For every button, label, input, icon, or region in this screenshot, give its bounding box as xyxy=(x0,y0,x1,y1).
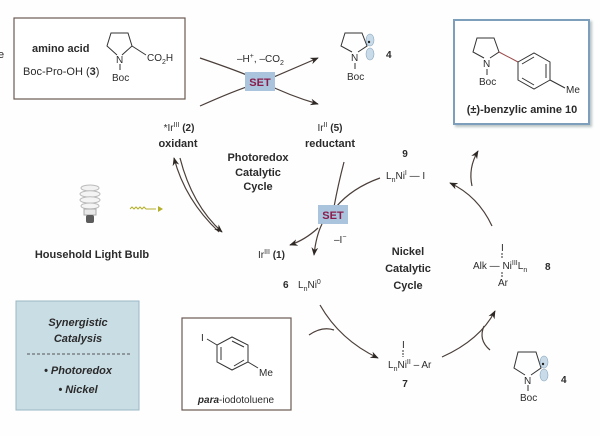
nickel-cycle-label: Nickel Catalytic Cycle xyxy=(385,246,431,292)
set-label: SET xyxy=(322,210,344,222)
set-box-middle: SET xyxy=(318,205,348,224)
compound-number: 4 xyxy=(386,50,392,61)
light-squiggle-arrow xyxy=(129,206,156,210)
decarboxylation-label: –H+, –CO2 xyxy=(237,53,284,67)
product-caption: (±)-benzylic amine 10 xyxy=(467,104,578,116)
cycle-label-line: Cycle xyxy=(243,181,272,193)
light-arrowhead xyxy=(158,206,163,212)
boc-label: Boc xyxy=(347,72,364,83)
light-bulb-label: Household Light Bulb xyxy=(35,249,150,261)
cycle-label-line: Photoredox xyxy=(227,152,289,164)
iodide-loss-label: –I− xyxy=(334,234,346,246)
set-label: SET xyxy=(249,77,271,89)
ni9-to-set-line xyxy=(335,177,381,208)
synergistic-catalysis-box: Synergistic Catalysis • Photoredox • Nic… xyxy=(15,300,140,411)
light-bulb-icon xyxy=(79,184,101,223)
aryl-iodide-name: para-iodotoluene xyxy=(197,395,275,406)
radical-capture-arrow xyxy=(441,310,496,358)
boc-label: Boc xyxy=(479,77,496,88)
amino-acid-name: Boc-Pro-OH (3) xyxy=(23,66,99,78)
amino-acid-title: amino acid xyxy=(32,43,89,55)
reductant-to-set-line xyxy=(333,161,345,208)
iodide-ligand: I xyxy=(402,340,405,351)
cycle-label-line: Catalytic xyxy=(235,167,281,179)
aryl-ligand: Ar xyxy=(498,278,509,289)
proline-structure: N Boc CO2H xyxy=(106,32,173,84)
iodine-label: I xyxy=(201,333,204,344)
iodide-ligand: I xyxy=(501,243,504,254)
ni0-label: LnNi0 xyxy=(298,279,321,293)
methyl-label: Me xyxy=(259,368,273,379)
photoredox-cycle-label: Photoredox Catalytic Cycle xyxy=(227,152,289,193)
boc-label: Boc xyxy=(112,73,129,84)
carboxylic-acid-label: CO2H xyxy=(147,53,173,66)
ni8-label: Alk — NiIIILn xyxy=(473,260,527,274)
cycle-label-line: Catalytic xyxy=(385,263,431,275)
oxidant-label: oxidant xyxy=(158,138,197,150)
ir-excited-label: *IrIII (2) xyxy=(164,122,195,134)
ir-ground-label: IrIII (1) xyxy=(258,249,285,261)
nitrogen-label: N xyxy=(351,53,358,64)
synergy-title: Synergistic xyxy=(48,317,107,329)
compound-number: 7 xyxy=(402,379,408,390)
compound-number: 8 xyxy=(545,262,551,273)
product-box: N Boc Me (±)-benzylic amine 10 xyxy=(453,19,590,125)
synergy-title: Catalysis xyxy=(54,333,102,345)
aryl-iodide-entry-line xyxy=(308,328,335,336)
reductive-elimination-arrow xyxy=(449,182,493,227)
product-release-arrow xyxy=(470,150,479,187)
set-to-ni0-arrow xyxy=(311,223,323,256)
radical-4-bottom: N Boc 4 xyxy=(513,351,567,404)
compound-number: 6 xyxy=(283,280,289,291)
set-box-top: SET xyxy=(245,72,275,91)
ni7-label: LnNiII – Ar xyxy=(388,359,432,373)
cycle-label-line: Cycle xyxy=(393,280,422,292)
nitrogen-label: N xyxy=(524,376,531,387)
relaxation-arrow xyxy=(179,157,223,233)
boc-label: Boc xyxy=(520,393,537,404)
nitrogen-label: N xyxy=(483,59,490,70)
radical-4-top: N Boc 4 xyxy=(340,32,392,83)
compound-number: 4 xyxy=(561,375,567,386)
synergy-item: • Nickel xyxy=(58,384,98,396)
amino-acid-box: amino acid Boc-Pro-OH (3) N Boc CO2H xyxy=(13,17,186,100)
cut-off-text: e xyxy=(0,49,4,61)
radical-entry-line xyxy=(481,325,491,351)
ni9-label: LnNiI — I xyxy=(386,170,425,184)
set-to-ir-ground-arrow xyxy=(289,227,319,246)
aryl-iodide-box: I Me para-iodotoluene xyxy=(181,317,292,411)
oxidative-addition-arrow xyxy=(319,304,379,359)
methyl-label: Me xyxy=(566,85,580,96)
compound-number: 9 xyxy=(402,149,408,160)
reductant-label: reductant xyxy=(305,138,355,150)
excitation-arrow xyxy=(172,157,220,233)
ir-reduced-label: IrII (5) xyxy=(318,122,343,134)
cycle-label-line: Nickel xyxy=(392,246,424,258)
nitrogen-label: N xyxy=(116,55,123,66)
synergy-item: • Photoredox xyxy=(44,365,113,377)
